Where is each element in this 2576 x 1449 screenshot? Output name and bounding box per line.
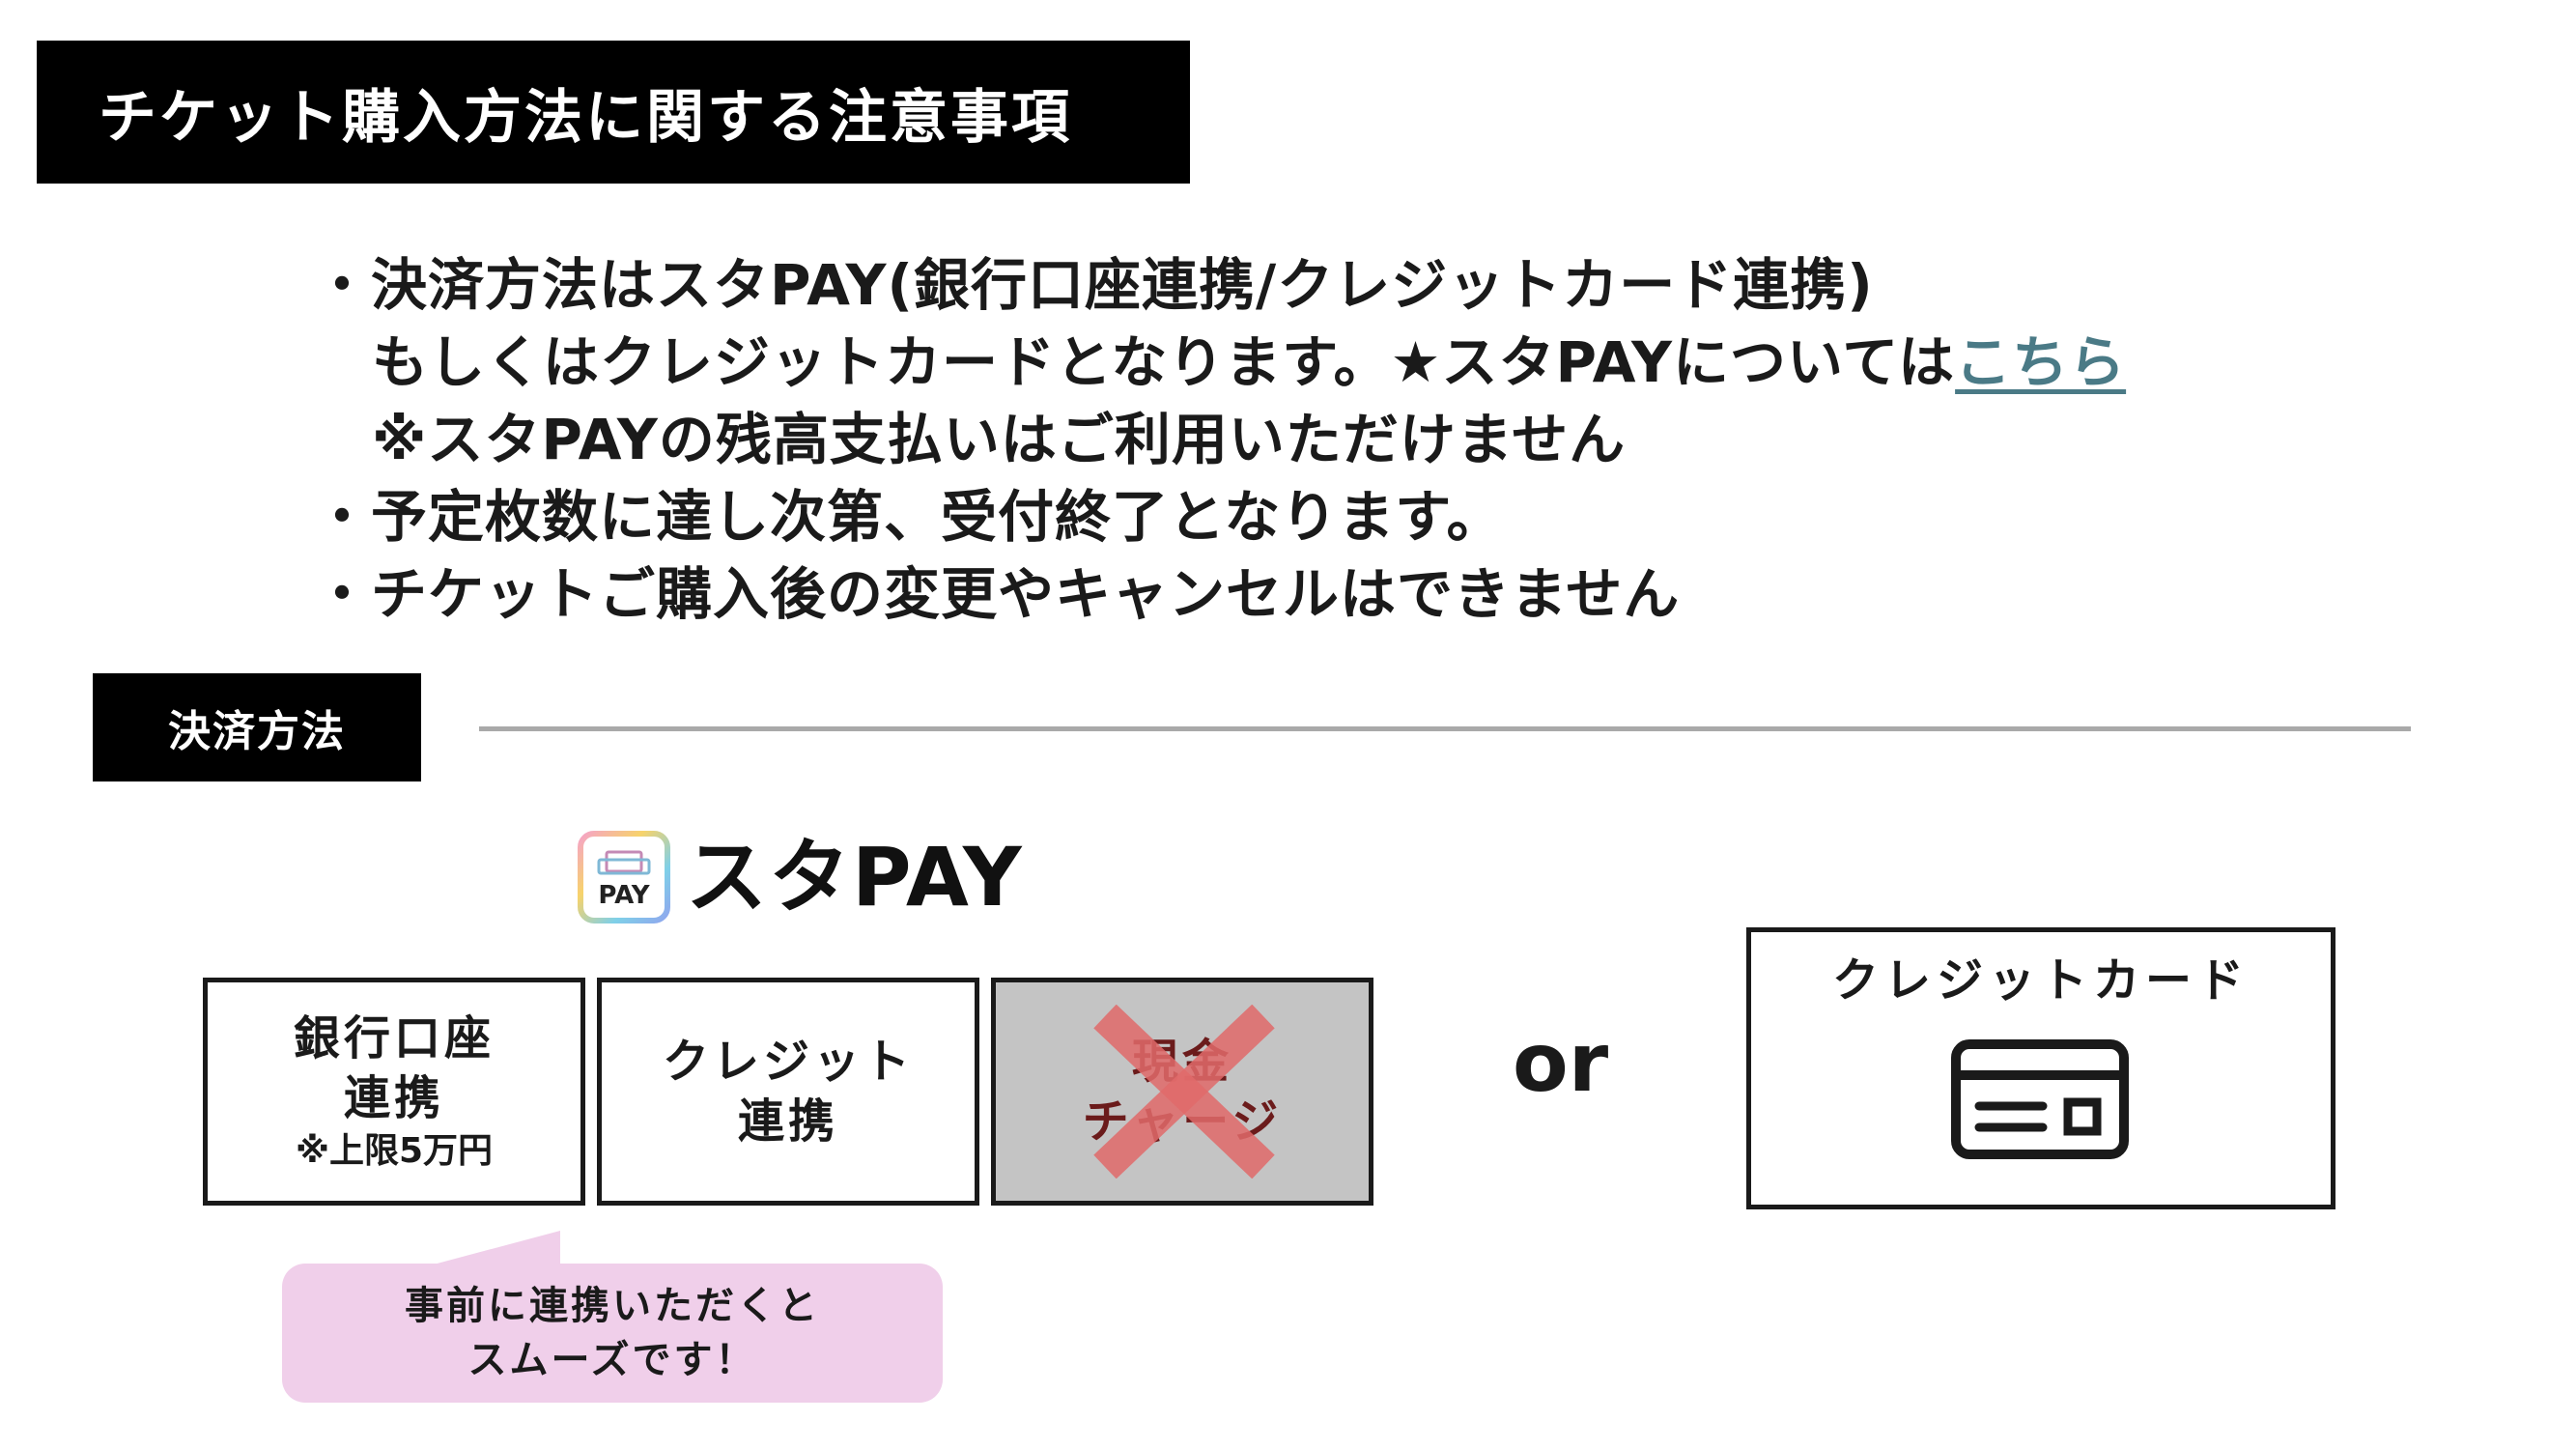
notes-list: ・決済方法はスタPAY(銀行口座連携/クレジットカード連携) もしくはクレジット… bbox=[314, 246, 2439, 633]
note-payment-methods: ・決済方法はスタPAY(銀行口座連携/クレジットカード連携) bbox=[314, 252, 1874, 318]
note-payment-text: もしくはクレジットカードとなります。★スタPAYについては bbox=[372, 329, 1956, 395]
stapay-logo-icon: PAY bbox=[578, 831, 670, 923]
method-bank-label-1: 銀行口座 bbox=[293, 1011, 495, 1065]
stapay-info-link[interactable]: こちら bbox=[1955, 329, 2127, 395]
method-credit-link: クレジット 連携 bbox=[597, 978, 979, 1206]
method-credit-label-2: 連携 bbox=[737, 1094, 838, 1149]
or-separator: or bbox=[1513, 1015, 1609, 1110]
section-label-payment: 決済方法 bbox=[93, 673, 421, 781]
page-title-bar: チケット購入方法に関する注意事項 bbox=[37, 41, 1190, 184]
note-no-cancel: ・チケットご購入後の変更やキャンセルはできません bbox=[314, 561, 1681, 627]
credit-card-icon bbox=[1951, 1039, 2129, 1159]
stapay-logo-icon-text: PAY bbox=[598, 881, 650, 910]
stapay-logo-name: スタPAY bbox=[686, 830, 1024, 924]
cross-mark-icon bbox=[1093, 1005, 1275, 1179]
method-bank-label-2: 連携 bbox=[343, 1071, 444, 1125]
section-divider bbox=[479, 726, 2411, 731]
note-payment-methods-cont: もしくはクレジットカードとなります。★スタPAYについてはこちら bbox=[314, 324, 2439, 401]
callout-tail bbox=[415, 1231, 560, 1269]
method-bank-limit: ※上限5万円 bbox=[295, 1131, 494, 1171]
note-balance-restriction: ※スタPAYの残高支払いはご利用いただけません bbox=[372, 407, 1627, 472]
credit-card-label: クレジットカード bbox=[1831, 953, 2250, 1008]
callout-tip: 事前に連携いただくと スムーズです！ bbox=[282, 1264, 943, 1403]
method-bank-link: 銀行口座 連携 ※上限5万円 bbox=[203, 978, 585, 1206]
callout-line-1: 事前に連携いただくと bbox=[405, 1284, 820, 1328]
page-title: チケット購入方法に関する注意事項 bbox=[99, 83, 1072, 152]
callout-line-2: スムーズです！ bbox=[467, 1338, 757, 1382]
method-credit-label-1: クレジット bbox=[662, 1035, 914, 1089]
note-sold-out: ・予定枚数に達し次第、受付終了となります。 bbox=[314, 484, 1504, 550]
method-credit-card: クレジットカード bbox=[1746, 927, 2335, 1209]
